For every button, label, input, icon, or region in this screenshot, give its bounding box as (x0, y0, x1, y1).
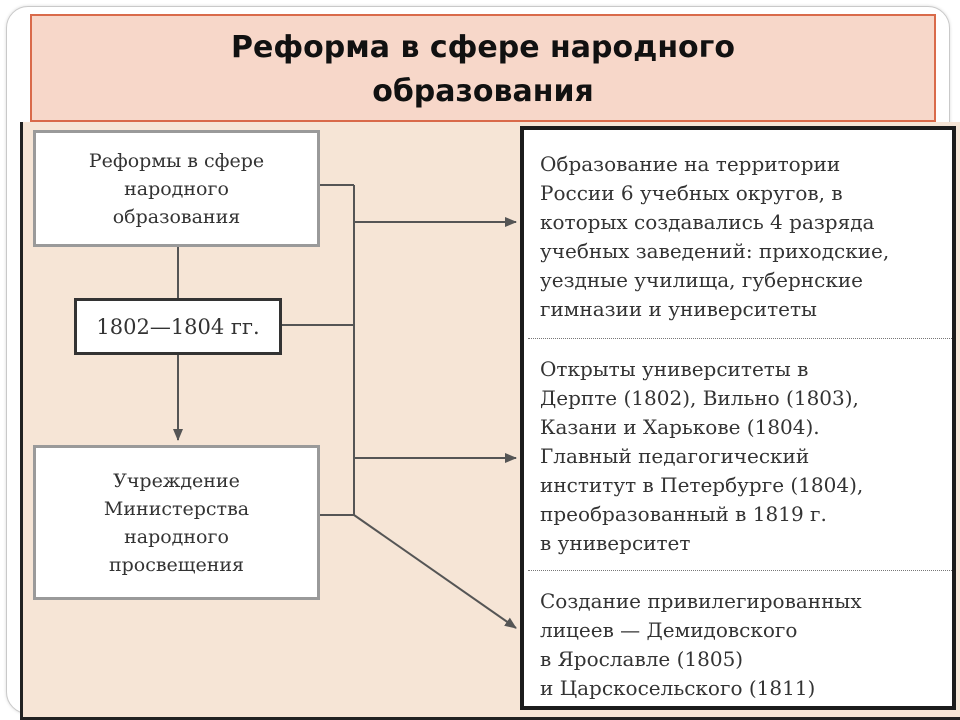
result-item-education-districts: Образование на территории России 6 учебн… (540, 152, 890, 321)
title-banner (30, 14, 936, 122)
result-item-universities: Открыты университеты в Дерпте (1802), Ви… (540, 357, 864, 555)
years-box: 1802—1804 гг. (74, 298, 282, 355)
ministry-box: Учреждение Министерства народного просве… (33, 445, 320, 600)
slide-title: Реформа в сфере народного образования (231, 30, 735, 109)
results-divider (528, 338, 952, 339)
reforms-box: Реформы в сфере народного образования (33, 130, 320, 247)
results-divider (528, 570, 952, 571)
results-panel (520, 126, 956, 710)
result-item-lyceums: Создание привилегированных лицеев — Деми… (540, 589, 862, 700)
arrow-to-item-3 (353, 514, 517, 629)
